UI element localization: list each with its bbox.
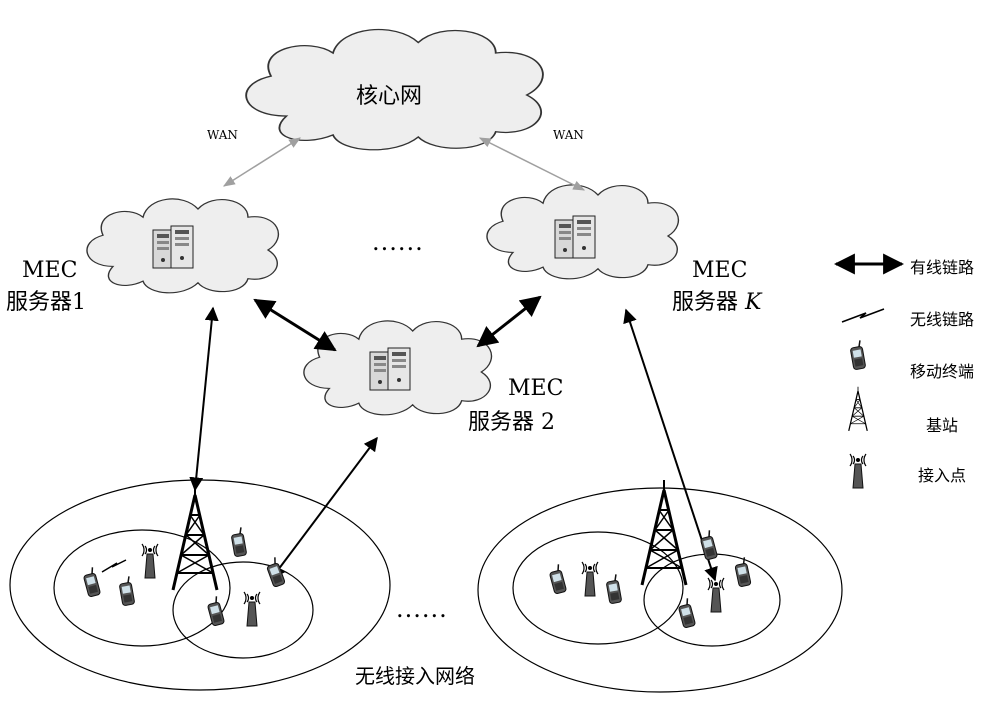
lightning-icon: [101, 559, 127, 573]
legend-tower-icon: [848, 386, 868, 432]
phone-icon: [205, 595, 226, 627]
mec-server-1-name: 服务器1: [6, 290, 86, 315]
tower-icon: [171, 483, 219, 592]
wired-link-k-ap: [623, 308, 718, 582]
legend-mobile-label: 移动终端: [910, 362, 975, 381]
wired-link-1-tower: [189, 306, 219, 492]
access-network-left-cell-a: [53, 529, 231, 647]
mec-server-k-prefix: 服务器: [672, 290, 745, 315]
mec-server-2-title: MEC: [508, 376, 564, 401]
legend-access-point-icon: [849, 453, 867, 489]
wired-link-2-ap: [271, 436, 378, 580]
phone-icon: [547, 563, 568, 595]
network-ellipsis: ......: [396, 595, 448, 623]
wan-link-right: [478, 137, 586, 191]
wan-label-right: WAN: [553, 128, 584, 142]
phone-icon: [263, 556, 287, 589]
server-ellipsis: ......: [372, 228, 424, 256]
server-icon: [369, 347, 411, 391]
legend-wireless-label: 无线链路: [910, 310, 975, 329]
legend-phone-icon: [848, 339, 867, 371]
access-point-icon: [141, 543, 159, 579]
wired-link-2-k: [476, 295, 542, 348]
phone-icon: [229, 526, 248, 558]
phone-icon: [604, 573, 623, 605]
access-network-label: 无线接入网络: [355, 664, 475, 688]
phone-icon: [81, 566, 102, 598]
mec-server-k-var: K: [745, 290, 762, 315]
mec-server-2-name: 服务器 2: [468, 410, 555, 435]
core-network-label: 核心网: [356, 84, 423, 109]
mec-server-1-title: MEC: [22, 258, 78, 283]
access-point-icon: [707, 577, 725, 613]
mec-server-k-name: 服务器 K: [672, 290, 761, 316]
access-network-right-outer: [477, 487, 843, 693]
legend-wired-label: 有线链路: [910, 258, 975, 277]
access-network-left-cell-b: [172, 561, 314, 659]
access-network-left-outer: [9, 479, 391, 691]
wired-link-1-2: [253, 298, 337, 352]
wan-label-left: WAN: [207, 128, 238, 142]
legend-access-point-label: 接入点: [918, 466, 967, 485]
phone-icon: [698, 529, 719, 561]
mec-server-k-title: MEC: [692, 258, 748, 283]
access-network-right-cell-a: [512, 531, 684, 645]
server-icon: [152, 225, 194, 269]
server-icon: [554, 215, 596, 259]
access-point-icon: [581, 561, 599, 597]
wan-link-left: [222, 137, 302, 187]
legend-base-station-label: 基站: [926, 416, 959, 435]
legend-wireless-icon: [841, 308, 885, 323]
phone-icon: [117, 575, 136, 607]
tower-icon: [640, 478, 688, 587]
access-point-icon: [243, 591, 261, 627]
